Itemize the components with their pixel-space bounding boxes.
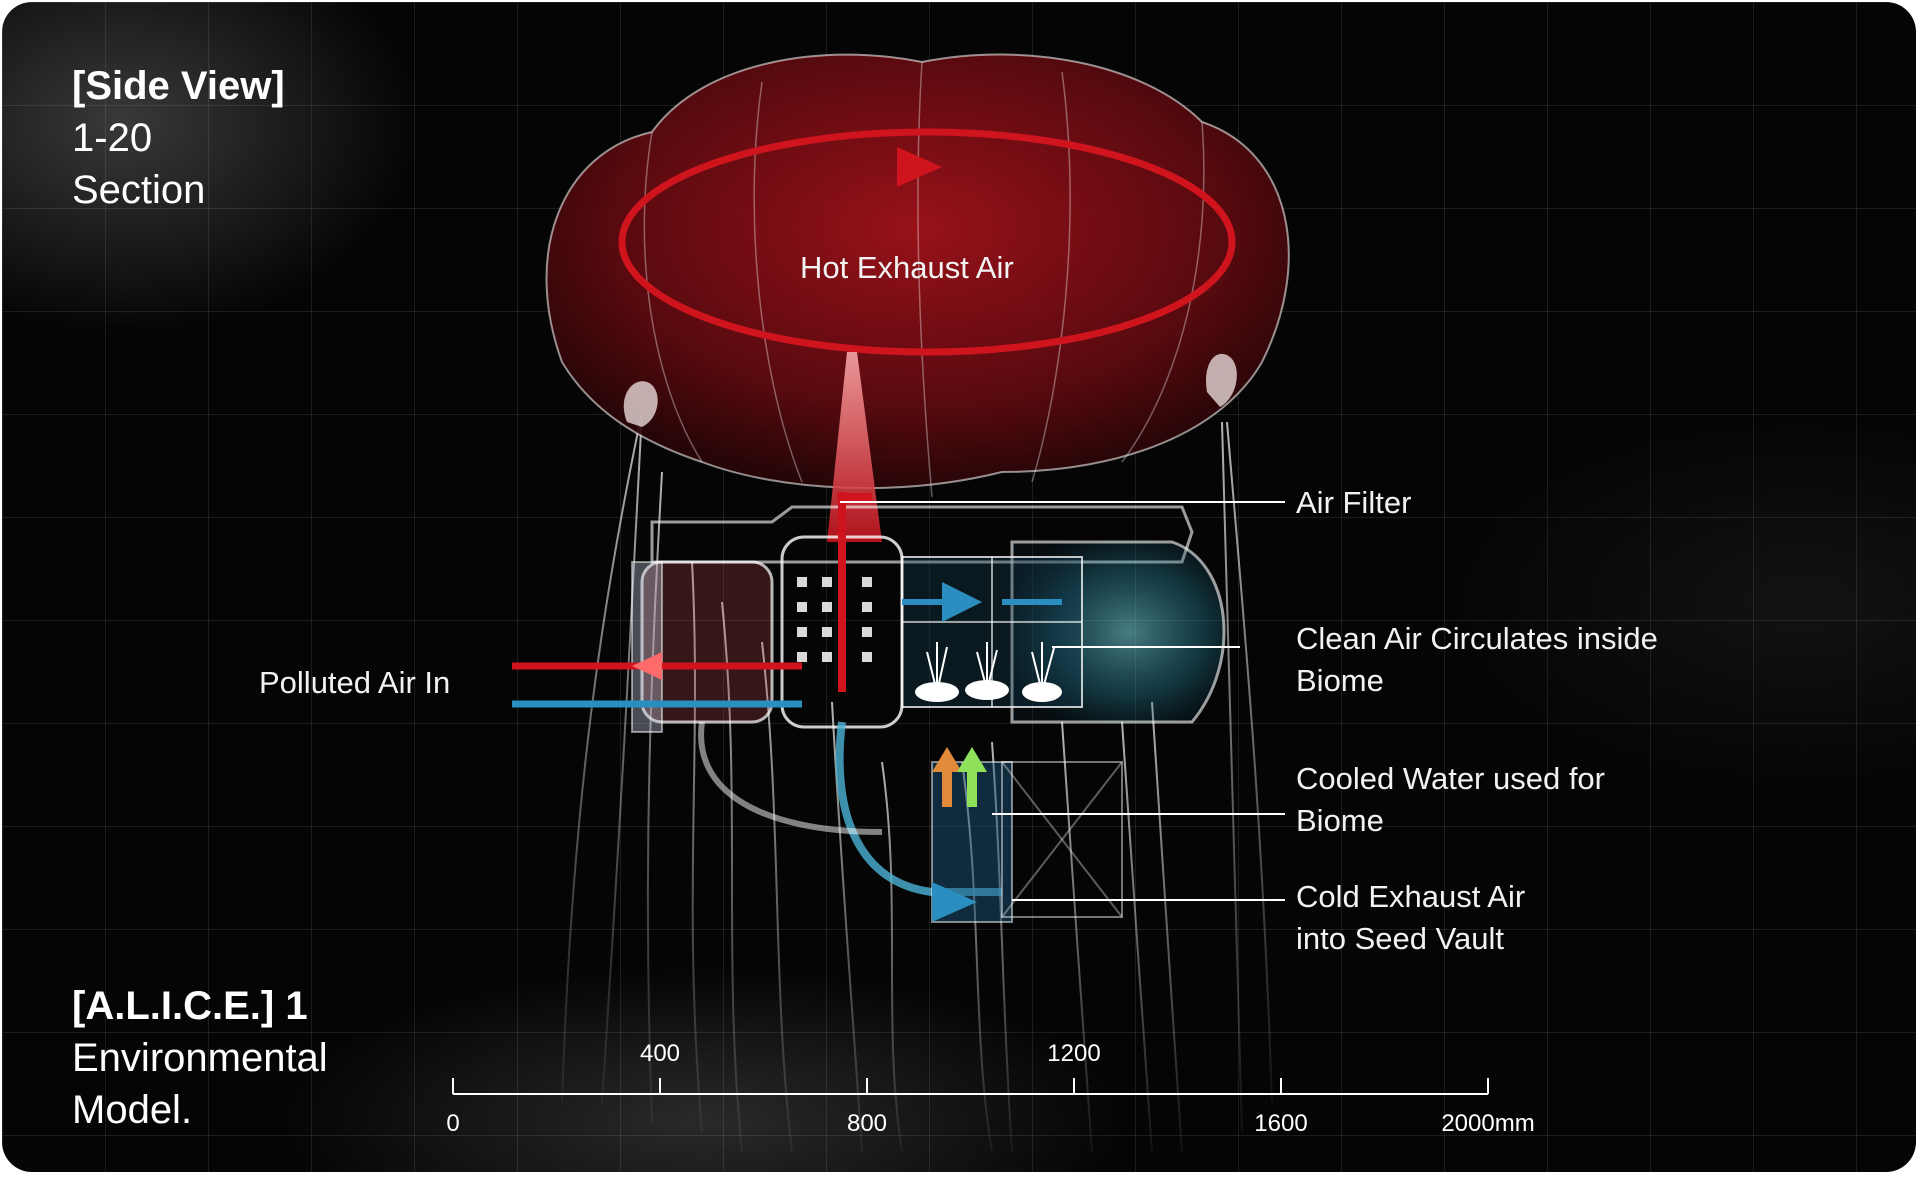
label-hot-exhaust-air: Hot Exhaust Air <box>800 250 1014 285</box>
scale-tick-1600: 1600 <box>1254 1110 1308 1137</box>
label-cold-exhaust-line1: Cold Exhaust Air <box>1296 879 1526 914</box>
label-cooled-water-line1: Cooled Water used for <box>1296 761 1606 796</box>
label-air-filter: Air Filter <box>1296 485 1412 520</box>
main-body <box>631 492 1226 923</box>
circulation-arrow-icon <box>897 147 942 187</box>
label-clean-air-line2: Biome <box>1296 663 1384 698</box>
scale-tick-800: 800 <box>846 1110 888 1137</box>
view-type: Section <box>72 168 206 212</box>
model-title: [A.L.I.C.E.] 1 <box>72 984 308 1028</box>
label-cooled-water-line2: Biome <box>1296 803 1384 838</box>
scale-tick-1200: 1200 <box>1047 1040 1101 1067</box>
scale-ratio: 1-20 <box>72 116 153 160</box>
model-subtitle-2: Model. <box>72 1088 193 1132</box>
callout-leader-lines <box>840 501 1285 901</box>
scale-bar <box>452 1078 1489 1095</box>
hot-air-balloon <box>545 53 1290 498</box>
view-title: [Side View] <box>72 64 285 108</box>
hanging-tendrils <box>561 411 1273 1153</box>
label-cold-exhaust-line2: into Seed Vault <box>1296 921 1504 956</box>
polluted-air-inlet-arrows <box>512 652 802 708</box>
hot-air-circulation-loop <box>618 128 1236 356</box>
model-subtitle-1: Environmental <box>72 1036 328 1080</box>
scale-tick-400: 400 <box>639 1040 681 1067</box>
label-polluted-air-in: Polluted Air In <box>259 665 451 700</box>
scale-tick-2000mm: 2000mm <box>1441 1110 1535 1137</box>
label-clean-air-line1: Clean Air Circulates inside <box>1296 621 1658 656</box>
scale-tick-0: 0 <box>446 1110 460 1137</box>
